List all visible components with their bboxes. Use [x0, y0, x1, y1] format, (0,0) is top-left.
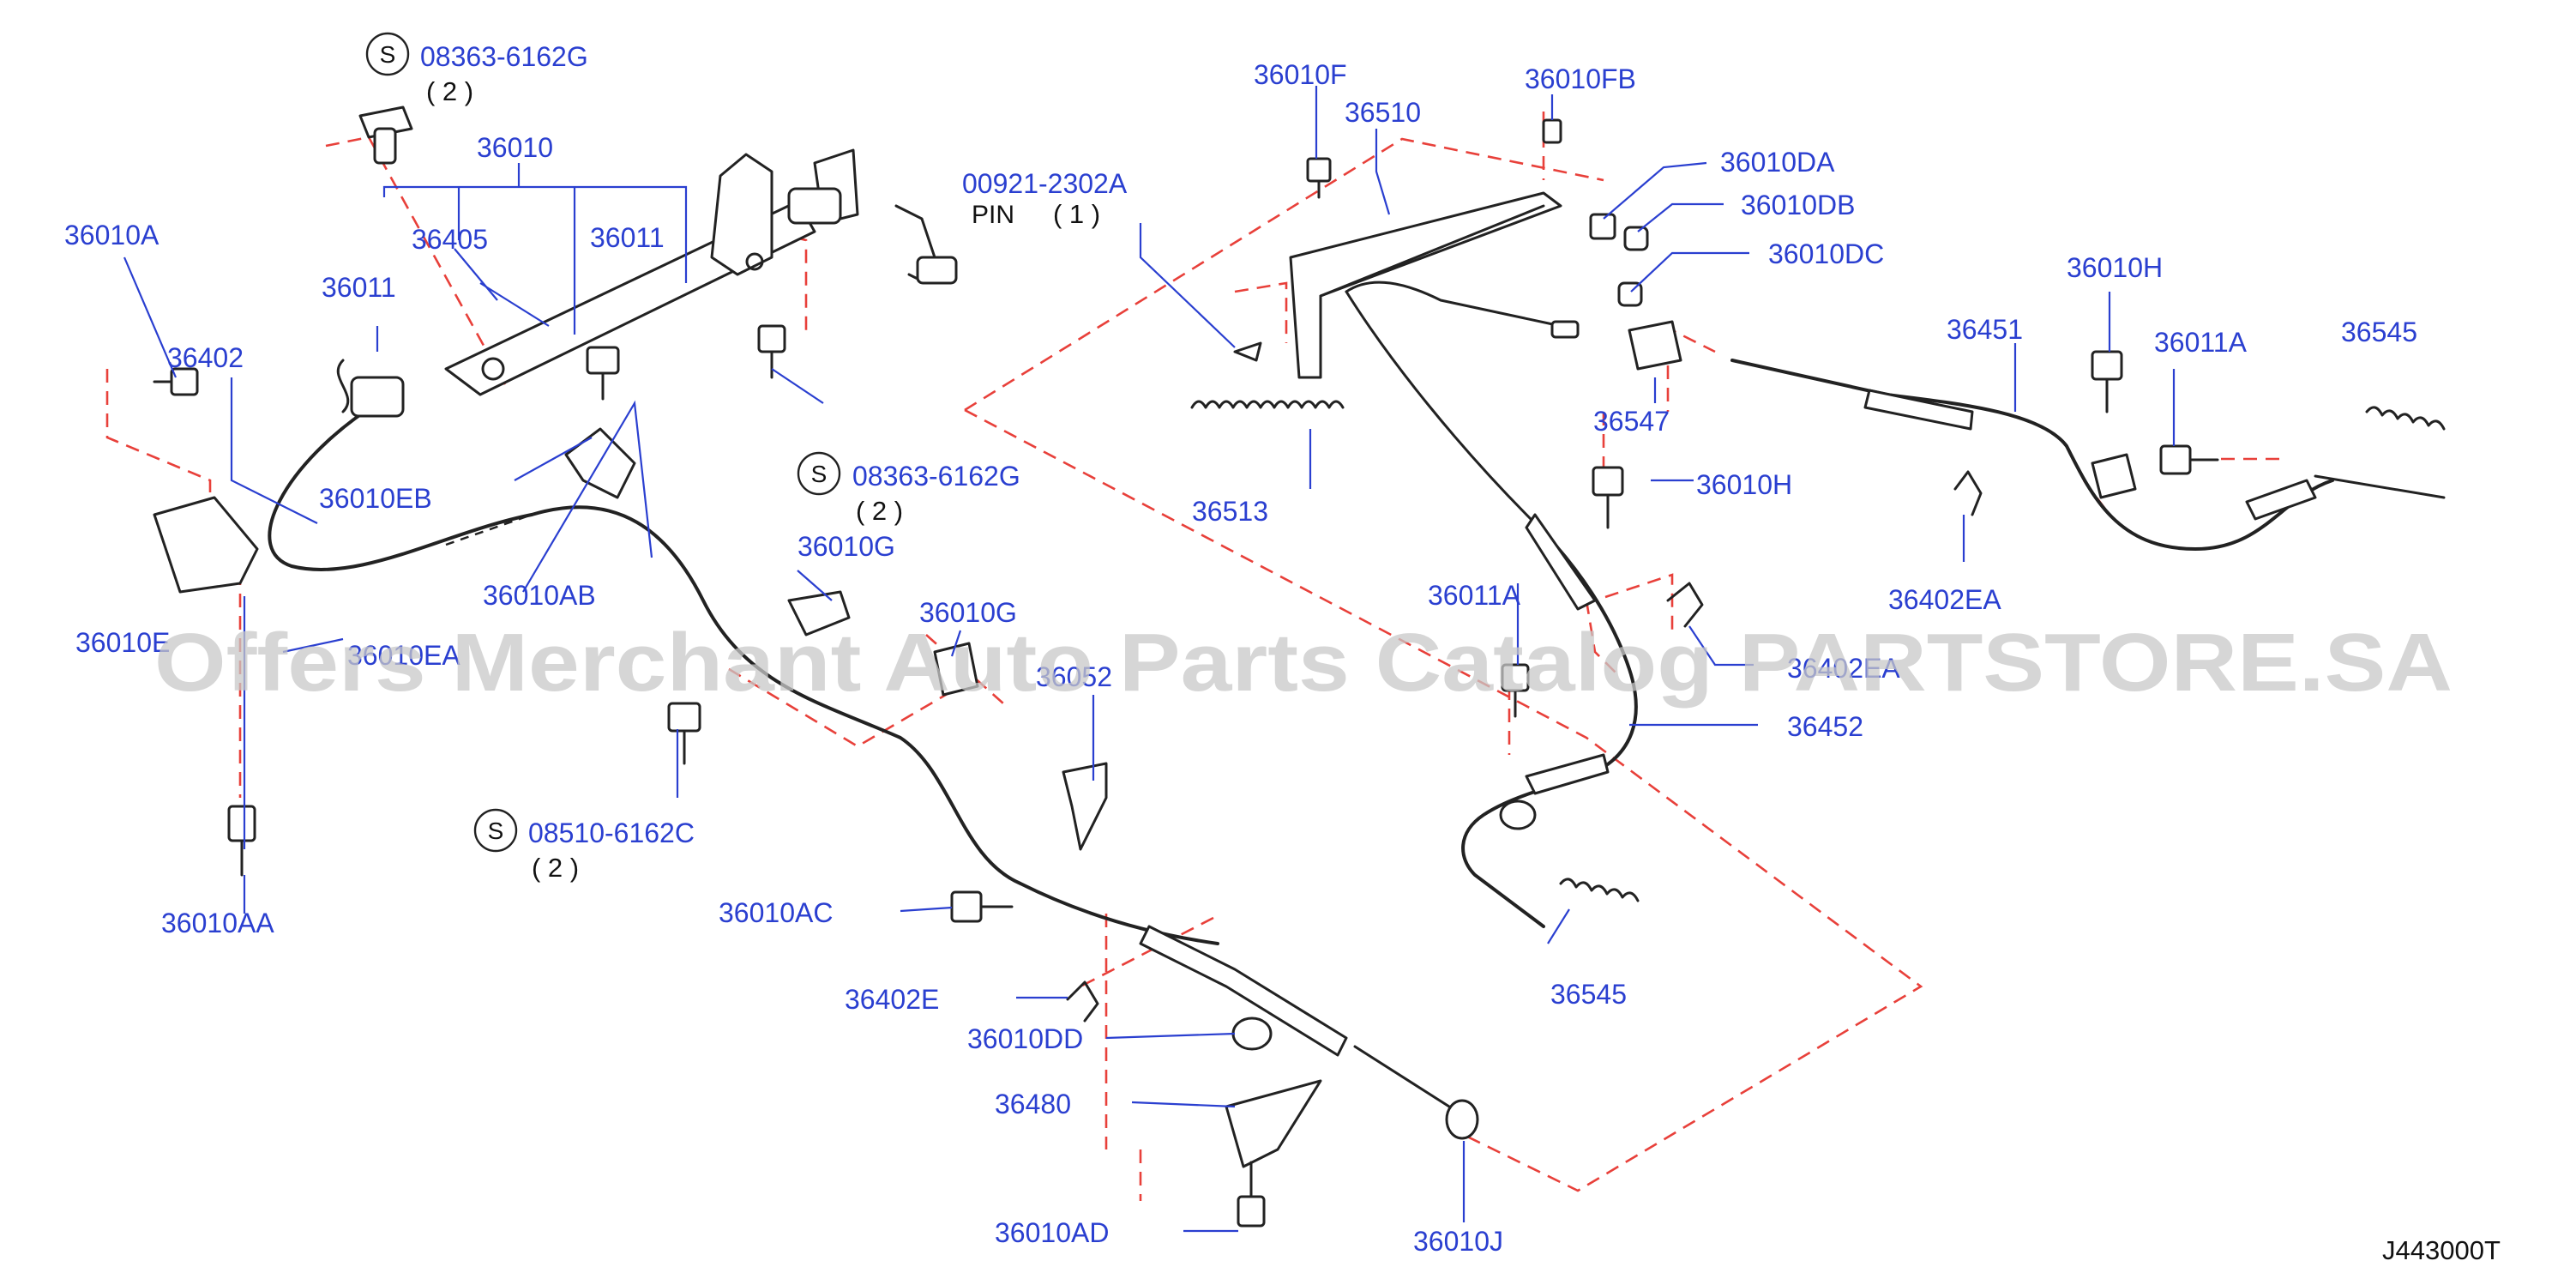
label-36010G-a: 36010G	[797, 531, 895, 562]
watermark-text: Offers Merchant Auto Parts Catalog PARTS…	[154, 617, 2453, 709]
label-36010DA: 36010DA	[1720, 147, 1835, 178]
label-36052: 36052	[1036, 661, 1112, 692]
label-36545-right: 36545	[2341, 317, 2417, 347]
label-36010: 36010	[477, 132, 553, 163]
label-36010DD: 36010DD	[967, 1023, 1083, 1054]
bolts-and-nuts	[153, 118, 2219, 1228]
label-36545-bottom: 36545	[1550, 979, 1627, 1010]
label-36010AD: 36010AD	[995, 1217, 1109, 1248]
label-36010DB: 36010DB	[1741, 190, 1855, 220]
label-36011-left: 36011	[322, 272, 396, 303]
label-36010F: 36010F	[1254, 59, 1347, 90]
label-00921-2302A: 00921-2302A	[962, 168, 1128, 199]
standard-symbol-text: S	[380, 41, 396, 68]
label-36011A-mid: 36011A	[1428, 580, 1521, 611]
standard-part-symbol-top: S	[365, 32, 410, 76]
label-36010AC: 36010AC	[719, 897, 833, 928]
label-36011A-right: 36011A	[2154, 327, 2248, 358]
quantity-note-mid: ( 2 )	[856, 496, 903, 526]
standard-symbol-text: S	[488, 817, 504, 844]
label-36011-right: 36011	[590, 222, 665, 253]
diagram-code: J443000T	[2382, 1235, 2501, 1265]
standard-part-symbol-mid: S	[797, 451, 841, 496]
label-36402EA-mid: 36402EA	[1787, 653, 1900, 684]
label-08363-6162G-top: 08363-6162G	[420, 41, 588, 72]
label-36480: 36480	[995, 1089, 1071, 1119]
pin-note: PIN	[972, 201, 1014, 229]
label-36010AB: 36010AB	[483, 580, 596, 611]
label-36451: 36451	[1947, 314, 2023, 345]
leader-lines	[123, 86, 2176, 1233]
label-08510-6162C: 08510-6162C	[528, 817, 695, 848]
standard-part-symbol-bottom: S	[473, 808, 518, 853]
label-36402E: 36402E	[845, 984, 939, 1015]
equalizer-and-rear-cables	[1066, 191, 2446, 1023]
label-36010G-b: 36010G	[919, 597, 1017, 628]
label-36547: 36547	[1593, 406, 1670, 437]
label-36402EA-right: 36402EA	[1888, 584, 2001, 615]
label-36010H-right: 36010H	[2067, 252, 2163, 283]
part-number-labels: 08363-6162G ( 2 ) 36010 36010A 36405 360…	[64, 41, 2417, 1257]
label-36010DC: 36010DC	[1768, 238, 1884, 269]
hand-brake-lever-assembly	[358, 106, 958, 396]
quantity-note-pin: ( 1 )	[1053, 199, 1100, 229]
quantity-note-bottom: ( 2 )	[532, 853, 579, 883]
label-36452: 36452	[1787, 711, 1863, 742]
label-36010J: 36010J	[1413, 1226, 1503, 1257]
label-36010EB: 36010EB	[319, 483, 432, 514]
label-36513: 36513	[1192, 496, 1268, 527]
label-36010EA: 36010EA	[347, 640, 460, 671]
quantity-note-top: ( 2 )	[426, 76, 473, 106]
label-36010FB: 36010FB	[1525, 63, 1636, 94]
label-36402: 36402	[167, 342, 244, 373]
label-36010A: 36010A	[64, 220, 159, 250]
label-36010H-mid: 36010H	[1696, 469, 1792, 500]
label-36510: 36510	[1345, 97, 1421, 128]
clamps-and-brackets	[153, 427, 2137, 1168]
label-08363-6162G-mid: 08363-6162G	[852, 461, 1020, 492]
label-36010AA: 36010AA	[161, 908, 274, 938]
standard-symbol-text: S	[811, 461, 828, 487]
label-36010E: 36010E	[75, 627, 170, 658]
front-cable	[268, 359, 1479, 1140]
label-36405: 36405	[412, 224, 488, 255]
